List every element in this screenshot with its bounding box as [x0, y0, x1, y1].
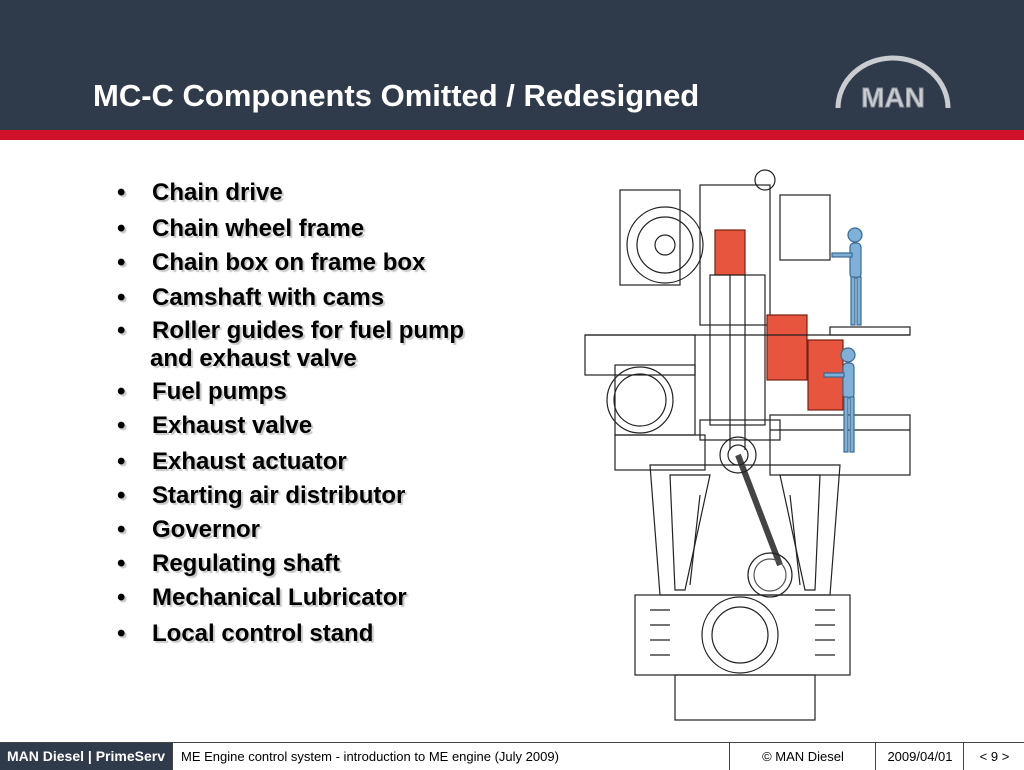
fuel-pump-highlight — [766, 314, 808, 381]
bullet-icon: • — [117, 412, 126, 439]
bullet-icon: • — [117, 516, 126, 543]
bullet-icon: • — [117, 284, 126, 311]
list-item: •Starting air distributor — [117, 482, 406, 509]
list-item: •Camshaft with cams — [117, 284, 385, 311]
bullet-icon: • — [117, 550, 126, 577]
bullet-icon: • — [117, 317, 126, 344]
logo-text: MAN — [861, 82, 925, 113]
footer-copyright: © MAN Diesel — [729, 743, 876, 770]
scavenge-receiver — [779, 194, 831, 261]
logo-arc — [835, 55, 951, 109]
engine-cross-section-diagram — [584, 169, 911, 721]
list-item: •Exhaust actuator — [117, 448, 347, 475]
footer-brand: MAN Diesel | PrimeServ — [0, 743, 172, 770]
connecting-rod — [735, 453, 783, 567]
list-item: •Governor — [117, 516, 261, 543]
slide-title: MC-C Components Omitted / Redesigned — [93, 78, 700, 113]
list-item: •Fuel pumps — [117, 378, 287, 405]
list-item: •Chain box on frame box — [117, 249, 426, 276]
bullet-icon: • — [117, 482, 126, 509]
upper-platform — [829, 326, 911, 336]
frame-box — [649, 464, 841, 596]
bullet-icon: • — [117, 179, 126, 206]
turbocharger-casing — [619, 189, 681, 286]
footer-presentation-title: ME Engine control system - introduction … — [172, 743, 729, 770]
list-item: •Regulating shaft — [117, 550, 341, 577]
list-item: •Roller guides for fuel pump — [117, 317, 465, 344]
man-logo: MAN — [835, 55, 951, 114]
bullet-icon: • — [117, 584, 126, 611]
list-item: •Exhaust valve — [117, 412, 313, 439]
list-item-continuation: and exhaust valve — [150, 345, 357, 372]
list-item: •Local control stand — [117, 620, 374, 647]
crankshaft-counterweight — [747, 552, 793, 598]
main-bearing — [701, 596, 779, 674]
bullet-icon: • — [117, 620, 126, 647]
operator-figure-upper — [831, 227, 863, 326]
slide-header — [0, 0, 1024, 130]
bullet-icon: • — [117, 378, 126, 405]
slide-footer: MAN Diesel | PrimeServ ME Engine control… — [0, 742, 1024, 770]
bullet-icon: • — [117, 249, 126, 276]
list-item: •Chain wheel frame — [117, 215, 365, 242]
turbocharger-wheel — [626, 206, 704, 284]
exhaust-valve-actuator-highlight — [714, 229, 746, 276]
header-accent-stripe — [0, 130, 1024, 140]
list-item: •Mechanical Lubricator — [117, 584, 407, 611]
bullet-icon: • — [117, 215, 126, 242]
footer-date: 2009/04/01 — [875, 743, 964, 770]
list-item: •Chain drive — [117, 179, 283, 206]
footer-page-number: < 9 > — [963, 743, 1024, 770]
cylinder-liner — [709, 274, 766, 426]
bullet-icon: • — [117, 448, 126, 475]
operator-figure-lower — [823, 347, 856, 453]
